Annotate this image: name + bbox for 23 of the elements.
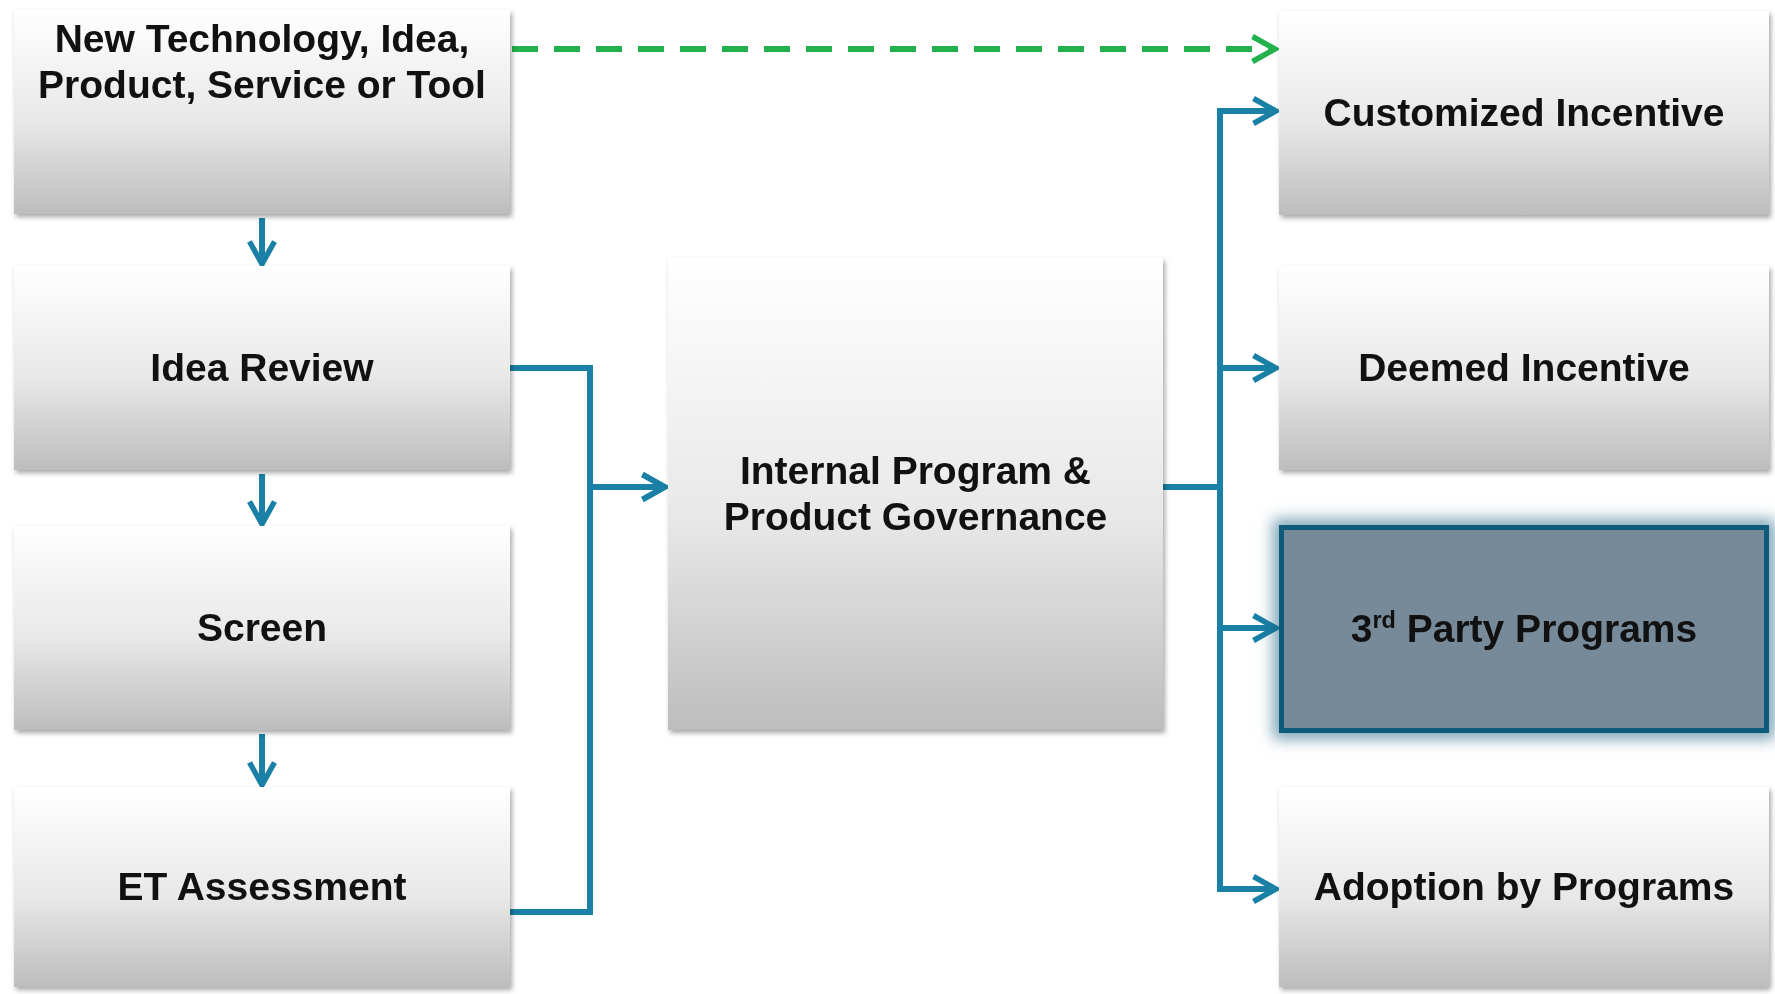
box-label: 3$^{rd}$ Party Programs xyxy=(1350,606,1698,652)
process-box xyxy=(14,526,510,730)
box-label: Internal Program & Product Governance xyxy=(722,448,1109,540)
arrow xyxy=(510,471,668,915)
process-box xyxy=(1279,525,1769,733)
process-box xyxy=(14,10,510,214)
process-box xyxy=(1279,266,1769,470)
box-label: Idea Review xyxy=(150,345,374,391)
process-box xyxy=(14,266,510,470)
box-label: Customized Incentive xyxy=(1323,90,1725,136)
process-box xyxy=(14,787,510,987)
box-label: Screen xyxy=(196,605,328,651)
box-label: Deemed Incentive xyxy=(1358,345,1690,391)
process-box xyxy=(668,258,1163,730)
process-box xyxy=(1279,787,1769,987)
arrow xyxy=(512,33,1278,65)
box-label: New Technology, Idea, Product, Service or Tool xyxy=(37,16,487,108)
arrow xyxy=(246,734,278,788)
box-label: Adoption by Programs xyxy=(1313,864,1735,910)
process-box xyxy=(1279,11,1769,215)
arrow xyxy=(246,218,278,267)
box-label: ET Assessment xyxy=(117,864,407,910)
arrow xyxy=(246,474,278,527)
